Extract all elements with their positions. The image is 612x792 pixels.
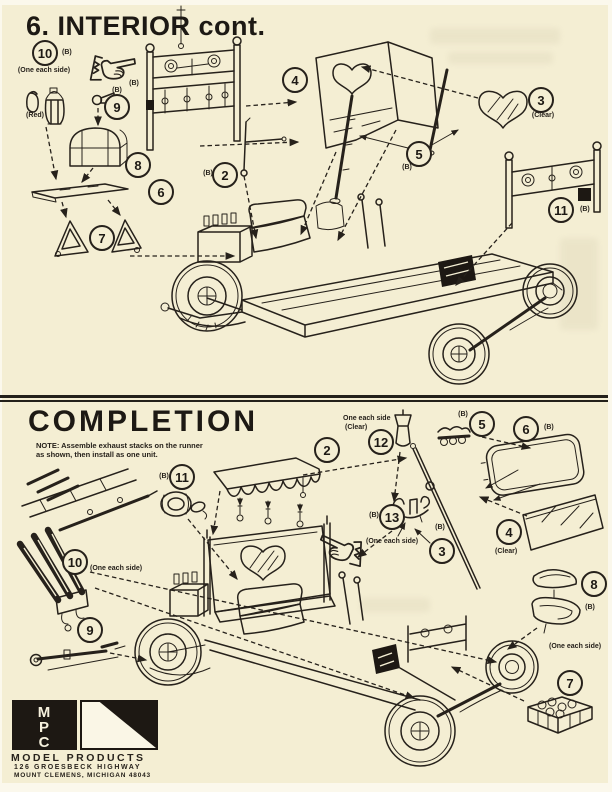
- interior-part-callout-3: 3: [528, 87, 554, 113]
- trunk-part-8: [69, 127, 128, 167]
- hanging-rod-part: [176, 5, 186, 49]
- chassis-drawing-interior: [160, 193, 578, 385]
- address-line-2: MOUNT CLEMENS, MICHIGAN 48043: [14, 771, 151, 779]
- axle-part-9c: [29, 641, 126, 671]
- heart-window-part-3: [478, 90, 528, 129]
- interior-part-callout-7: 7: [89, 225, 115, 251]
- completion-part-label-1: (Clear): [345, 424, 368, 431]
- print-bleed-ghost: [430, 28, 560, 44]
- interior-part-label-5: (B): [203, 170, 213, 177]
- crate-part-7: [527, 696, 593, 734]
- cab-back-wall-part-4: [315, 41, 439, 149]
- chassis-drawing-completion: [134, 515, 539, 767]
- interior-part-callout-4: 4: [282, 67, 308, 93]
- brand-name: MODEL PRODUCTS: [11, 752, 146, 764]
- completion-section-title: COMPLETION: [28, 405, 258, 438]
- completion-part-label-5: (B): [369, 512, 379, 519]
- interior-part-label-1: (One each side): [17, 67, 71, 74]
- rod-parts-5: [329, 68, 449, 204]
- completion-part-callout-12: 12: [368, 429, 394, 455]
- lantern-part-red: [26, 87, 65, 125]
- mpc-logo-diagonal-square: [80, 700, 158, 750]
- completion-part-callout-13: 13: [379, 504, 405, 530]
- completion-part-callout-2: 2: [314, 437, 340, 463]
- completion-note-line2: as shown, then install as one unit.: [36, 450, 158, 459]
- bed-headboard-part: [145, 36, 242, 151]
- address-line-1: 126 GROESBECK HIGHWAY: [14, 763, 142, 771]
- canopy-part-2: [213, 457, 321, 528]
- exhaust-runner-drawing: [21, 468, 158, 532]
- manifold-part-5c: [437, 426, 471, 446]
- interior-part-callout-2: 2: [212, 162, 238, 188]
- interior-part-label-7: (Clear): [531, 112, 555, 119]
- interior-part-label-0: (B): [62, 49, 72, 56]
- completion-part-callout-10: 10: [62, 549, 88, 575]
- completion-part-label-3: (B): [544, 424, 554, 431]
- interior-part-callout-11: 11: [548, 197, 574, 223]
- completion-part-callout-3: 3: [429, 538, 455, 564]
- completion-part-callout-8: 8: [581, 571, 607, 597]
- completion-part-label-7: (B): [435, 524, 445, 531]
- interior-part-label-2: (B): [112, 87, 122, 94]
- completion-part-label-11: (One each side): [549, 643, 602, 650]
- completion-part-label-10: (B): [585, 604, 595, 611]
- mpc-logo-letter-p: P: [39, 719, 49, 736]
- interior-part-label-3: (B): [129, 80, 139, 87]
- interior-part-callout-8: 8: [125, 152, 151, 178]
- assembly-arrows-interior: [45, 65, 513, 286]
- trestle-parts-7: [54, 219, 142, 257]
- completion-part-label-8: (Clear): [495, 548, 518, 555]
- completion-part-label-0: One each side: [343, 415, 391, 422]
- interior-part-callout-5: 5: [406, 141, 432, 167]
- lamp-part-12: [394, 409, 412, 447]
- completion-part-label-6: (One each side): [366, 538, 419, 545]
- paper-background: [2, 5, 608, 783]
- completion-part-callout-9: 9: [77, 617, 103, 643]
- interior-part-label-4: (Red): [26, 112, 44, 119]
- completion-part-label-2: (B): [458, 411, 468, 418]
- windshield-part-4c: [522, 494, 604, 551]
- interior-section-title: 6. INTERIOR cont.: [26, 11, 266, 41]
- section-divider-rule-thin: [0, 400, 608, 402]
- completion-part-label-9: (One each side): [90, 565, 143, 572]
- bed-footboard-part-11: [504, 141, 602, 229]
- completion-part-callout-11: 11: [169, 464, 195, 490]
- interior-part-label-8: (B): [580, 206, 590, 213]
- interior-part-callout-6: 6: [148, 179, 174, 205]
- mpc-logo: M P C: [12, 700, 77, 751]
- diagonal-triangle-mark: [99, 702, 156, 748]
- pole-part-3c: [410, 443, 481, 590]
- interior-part-callout-9: 9: [104, 94, 130, 120]
- completion-part-label-4: (B): [159, 473, 169, 480]
- mpc-logo-letter-m: M: [38, 704, 51, 721]
- completion-part-callout-6: 6: [513, 416, 539, 442]
- fender-parts-8: [531, 569, 581, 634]
- print-bleed-ghost: [360, 598, 430, 612]
- completion-part-callout-7: 7: [557, 670, 583, 696]
- mpc-logo-letter-c: C: [39, 734, 50, 750]
- interior-part-label-6: (B): [402, 164, 412, 171]
- table-part-6: [31, 183, 129, 203]
- rope-part-11: [160, 491, 208, 520]
- completion-part-callout-4: 4: [496, 519, 522, 545]
- assembly-arrows-completion: [89, 436, 541, 702]
- completion-part-callout-5: 5: [469, 411, 495, 437]
- interior-part-callout-10: 10: [32, 40, 58, 66]
- section-divider-rule: [0, 395, 608, 398]
- print-bleed-ghost: [448, 52, 553, 64]
- completion-note-line1: NOTE: Assemble exhaust stacks on the run…: [36, 441, 203, 450]
- print-bleed-ghost: [560, 238, 598, 330]
